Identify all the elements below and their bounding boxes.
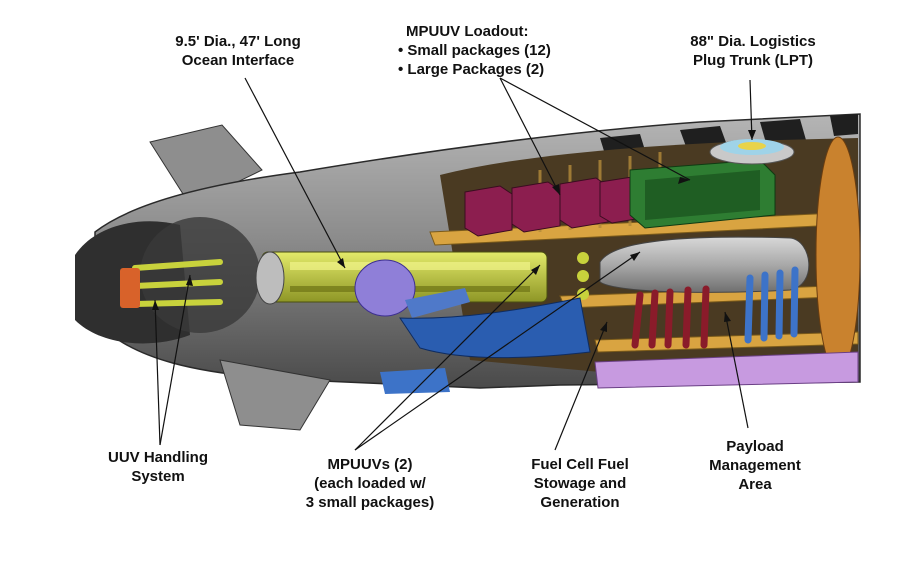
mpuuvs-label: MPUUVs (2) (each loaded w/ 3 small packa…	[290, 455, 450, 512]
uuv-handling-rods	[132, 259, 223, 307]
payload-line-2: Management	[709, 457, 801, 474]
mpuuvs-line-1: MPUUVs (2)	[327, 456, 413, 473]
mpuuv-loadout-label: MPUUV Loadout: • Small packages (12) • L…	[398, 22, 608, 79]
logistics-plug-trunk-label: 88" Dia. Logistics Plug Trunk (LPT)	[668, 32, 838, 70]
fuel-cell-line-1: Fuel Cell Fuel	[531, 456, 629, 473]
upper-fin	[149, 124, 263, 206]
ocean-interface-line-2: Ocean Interface	[181, 52, 295, 69]
lower-fin	[219, 359, 331, 431]
uuv-handling-line-2: System	[131, 468, 185, 485]
payload-management-label: Payload Management Area	[690, 437, 820, 494]
ocean-interface-line-1: 9.5' Dia., 47' Long	[175, 33, 301, 50]
payload-line-1: Payload	[726, 438, 784, 455]
leader-lines	[154, 77, 753, 451]
red-pipes	[631, 285, 710, 349]
mpuuv-body	[405, 288, 470, 318]
fuel-cell-line-3: Generation	[540, 494, 620, 511]
blue-pipes	[744, 266, 799, 344]
mpuuvs-line-2: (each loaded w/	[314, 475, 426, 492]
mpuuv-vehicle	[354, 259, 416, 317]
fuel-cell-label: Fuel Cell Fuel Stowage and Generation	[505, 455, 655, 512]
uuv-handling-label: UUV Handling System	[78, 448, 238, 486]
fuel-cell-tank	[599, 236, 810, 293]
mpuuv-loadout-line-1: MPUUV Loadout:	[406, 23, 529, 40]
aft-bulkhead	[815, 136, 861, 374]
logistics-plug-trunk	[709, 139, 795, 165]
mpuuv-loadout-line-3: • Large Packages (2)	[398, 61, 545, 78]
tank-connectors	[577, 252, 589, 300]
mpuuvs-line-3: 3 small packages)	[305, 494, 435, 511]
lpt-line-1: 88" Dia. Logistics	[690, 33, 816, 50]
tube-hatch	[255, 251, 285, 305]
ocean-interface-label: 9.5' Dia., 47' Long Ocean Interface	[158, 32, 318, 70]
payload-line-3: Area	[738, 476, 772, 493]
bow-orange-fixture	[120, 268, 140, 308]
lower-blue-uuv	[380, 368, 450, 394]
leader-arrowheads	[152, 130, 756, 332]
mpuuv-loadout-line-2: • Small packages (12)	[398, 42, 551, 59]
uuv-handling-line-1: UUV Handling	[108, 449, 208, 466]
bow-shadow	[140, 217, 260, 333]
fuel-cell-line-2: Stowage and	[533, 475, 627, 492]
lower-uuv-bay	[399, 297, 591, 359]
payload-bay	[594, 351, 859, 389]
lpt-line-2: Plug Trunk (LPT)	[693, 52, 813, 69]
